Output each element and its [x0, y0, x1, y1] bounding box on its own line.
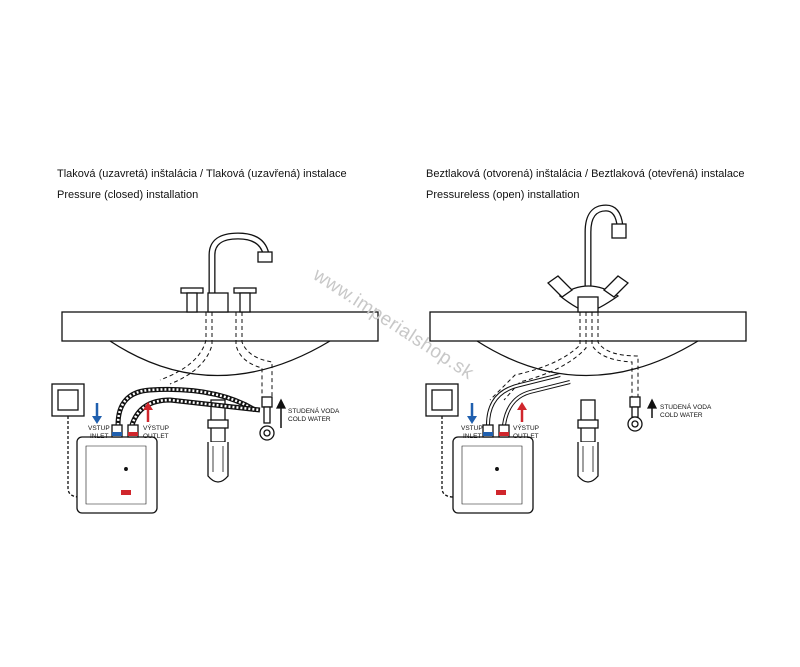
- right-inlet-label-en: INLET: [463, 433, 481, 440]
- right-inlet-hose: [486, 373, 561, 426]
- left-subtitle: Pressure (closed) installation: [57, 189, 199, 201]
- left-faucet: [180, 232, 273, 313]
- left-basin-bowl: [109, 340, 331, 377]
- left-cold-water-label-en: COLD WATER: [288, 416, 331, 423]
- right-cold-water-label: STUDENÁ VODA: [660, 402, 712, 411]
- left-countertop: [61, 311, 379, 342]
- right-outlet-label-en: OUTLET: [513, 433, 539, 440]
- right-subtitle: Pressureless (open) installation: [426, 189, 580, 201]
- left-title: Tlaková (uzavretá) inštalácia / Tlaková …: [57, 168, 347, 180]
- right-faucet: [546, 204, 630, 313]
- right-hidden-pipes: [489, 312, 639, 401]
- right-drain-trap: [577, 399, 599, 483]
- left-heater: [76, 436, 158, 514]
- left-outlet-label: VÝSTUP: [143, 423, 169, 432]
- left-drain-trap: [207, 399, 229, 483]
- right-diagram: [425, 204, 747, 514]
- right-basin-bowl: [476, 340, 699, 377]
- left-diagram: [51, 232, 379, 514]
- right-cold-water-label-en: COLD WATER: [660, 412, 703, 419]
- right-countertop: [429, 311, 747, 342]
- left-inlet-label-en: INLET: [90, 433, 108, 440]
- right-title: Beztlaková (otvorená) inštalácia / Beztl…: [426, 168, 745, 180]
- left-angle-valve: [259, 396, 275, 441]
- right-heater: [452, 436, 534, 514]
- left-inlet-label: VSTUP: [88, 425, 110, 432]
- left-diagram-caption: Tlaková (uzavretá) inštalácia / Tlaková …: [57, 164, 347, 206]
- right-angle-valve: [627, 396, 643, 432]
- right-inlet-label: VSTUP: [461, 425, 483, 432]
- left-cold-water-label: STUDENÁ VODA: [288, 406, 340, 415]
- right-diagram-caption: Beztlaková (otvorená) inštalácia / Beztl…: [426, 164, 745, 206]
- left-outlet-label-en: OUTLET: [143, 433, 169, 440]
- left-hidden-pipes: [159, 312, 273, 400]
- right-outlet-label: VÝSTUP: [513, 423, 539, 432]
